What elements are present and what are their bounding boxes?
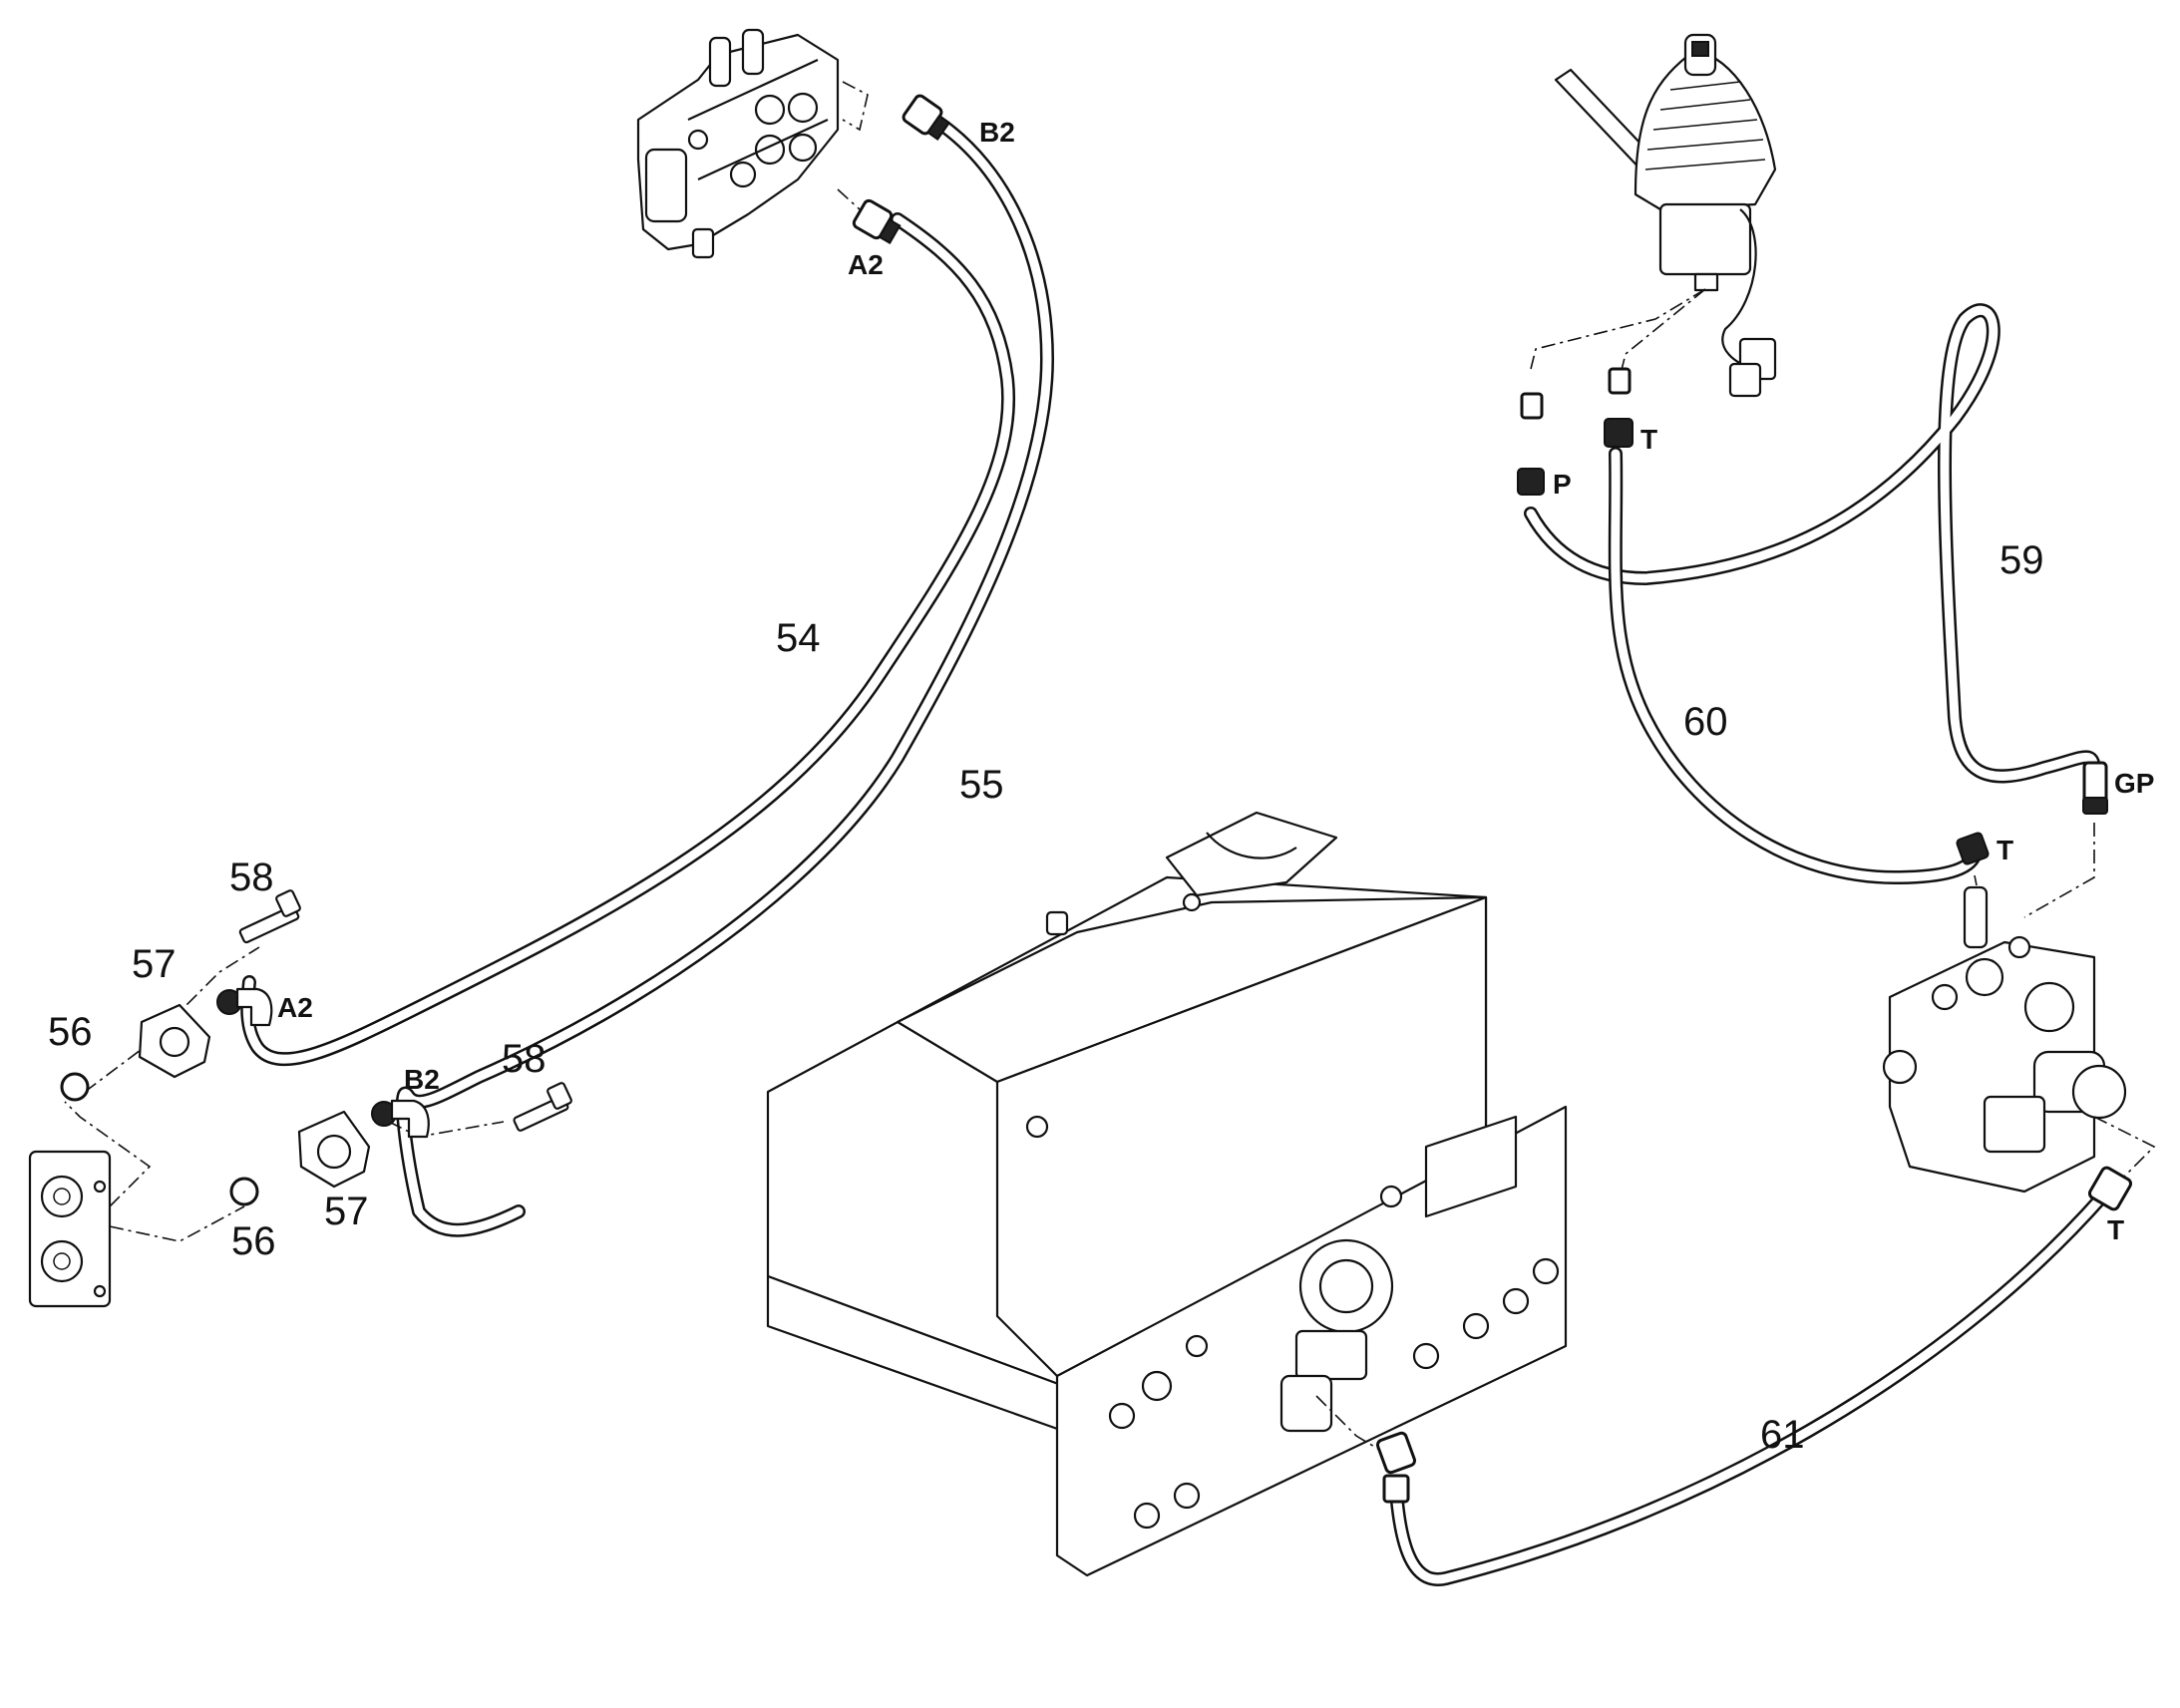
fitting-p-joystick [1517,392,1545,496]
callout-54: 54 [776,616,821,660]
fitting-a2-valve [852,198,902,245]
callout-57-upper: 57 [132,942,177,986]
fitting-t-hose61 [2087,1166,2133,1211]
hose-60 [1608,447,1982,884]
callout-58-upper: 58 [229,855,274,899]
valve-block [1882,885,2127,1194]
hose-61 [1389,1188,2111,1586]
port-label-a2-valve: A2 [848,249,884,280]
callout-56-lower: 56 [231,1219,276,1263]
hose-54 [240,212,1016,1067]
port-label-t-hose61: T [2107,1214,2124,1245]
callout-59: 59 [1999,538,2044,582]
pump-mount-block [28,1150,112,1308]
leader-lower-flange [109,1205,245,1242]
port-label-b2-pump: B2 [404,1064,440,1095]
valve-leader-a2 [837,188,861,210]
block-leader-gp [2023,823,2095,918]
callout-60: 60 [1683,700,1728,744]
port-label-p-joystick: P [1553,469,1572,500]
leader-upper-flange [64,1101,152,1207]
port-label-a2-pump: A2 [277,992,313,1023]
callout-56-upper: 56 [48,1010,93,1054]
flange-upper [138,1003,211,1079]
control-valve [636,28,840,259]
elbow-fitting-b2 [371,1099,430,1139]
joystick [1554,33,1777,398]
o-ring-upper [60,1072,90,1102]
block-leader-61 [2093,1116,2156,1183]
callout-61: 61 [1760,1413,1805,1457]
hose-59 [1524,303,2101,784]
hose-55 [395,115,1054,1237]
elbow-fitting-a2 [216,987,273,1027]
fitting-b2-valve [902,94,951,142]
bolt-upper [238,889,301,944]
callout-55: 55 [959,763,1004,807]
hydraulic-tank [766,811,1568,1577]
fitting-tank-61 [1375,1431,1417,1504]
fitting-gp-block [2082,761,2108,815]
port-label-gp-block: GP [2114,768,2154,799]
port-label-b2-valve: B2 [979,117,1015,148]
callout-58-lower: 58 [502,1037,546,1081]
flange-lower [297,1110,371,1189]
tank-leader-61 [1315,1395,1382,1452]
o-ring-lower [229,1177,259,1206]
joystick-leader-t [1620,288,1706,375]
fitting-t-block [1956,832,1990,865]
joystick-leader-p [1530,288,1706,370]
callout-57-lower: 57 [324,1190,369,1233]
bolt-lower [513,1082,572,1132]
port-label-t-block: T [1997,835,2013,865]
block-leader-t [1974,874,1978,886]
port-label-t-joystick: T [1640,424,1657,455]
fitting-t-joystick [1604,367,1634,448]
valve-leader-b2 [842,81,869,132]
